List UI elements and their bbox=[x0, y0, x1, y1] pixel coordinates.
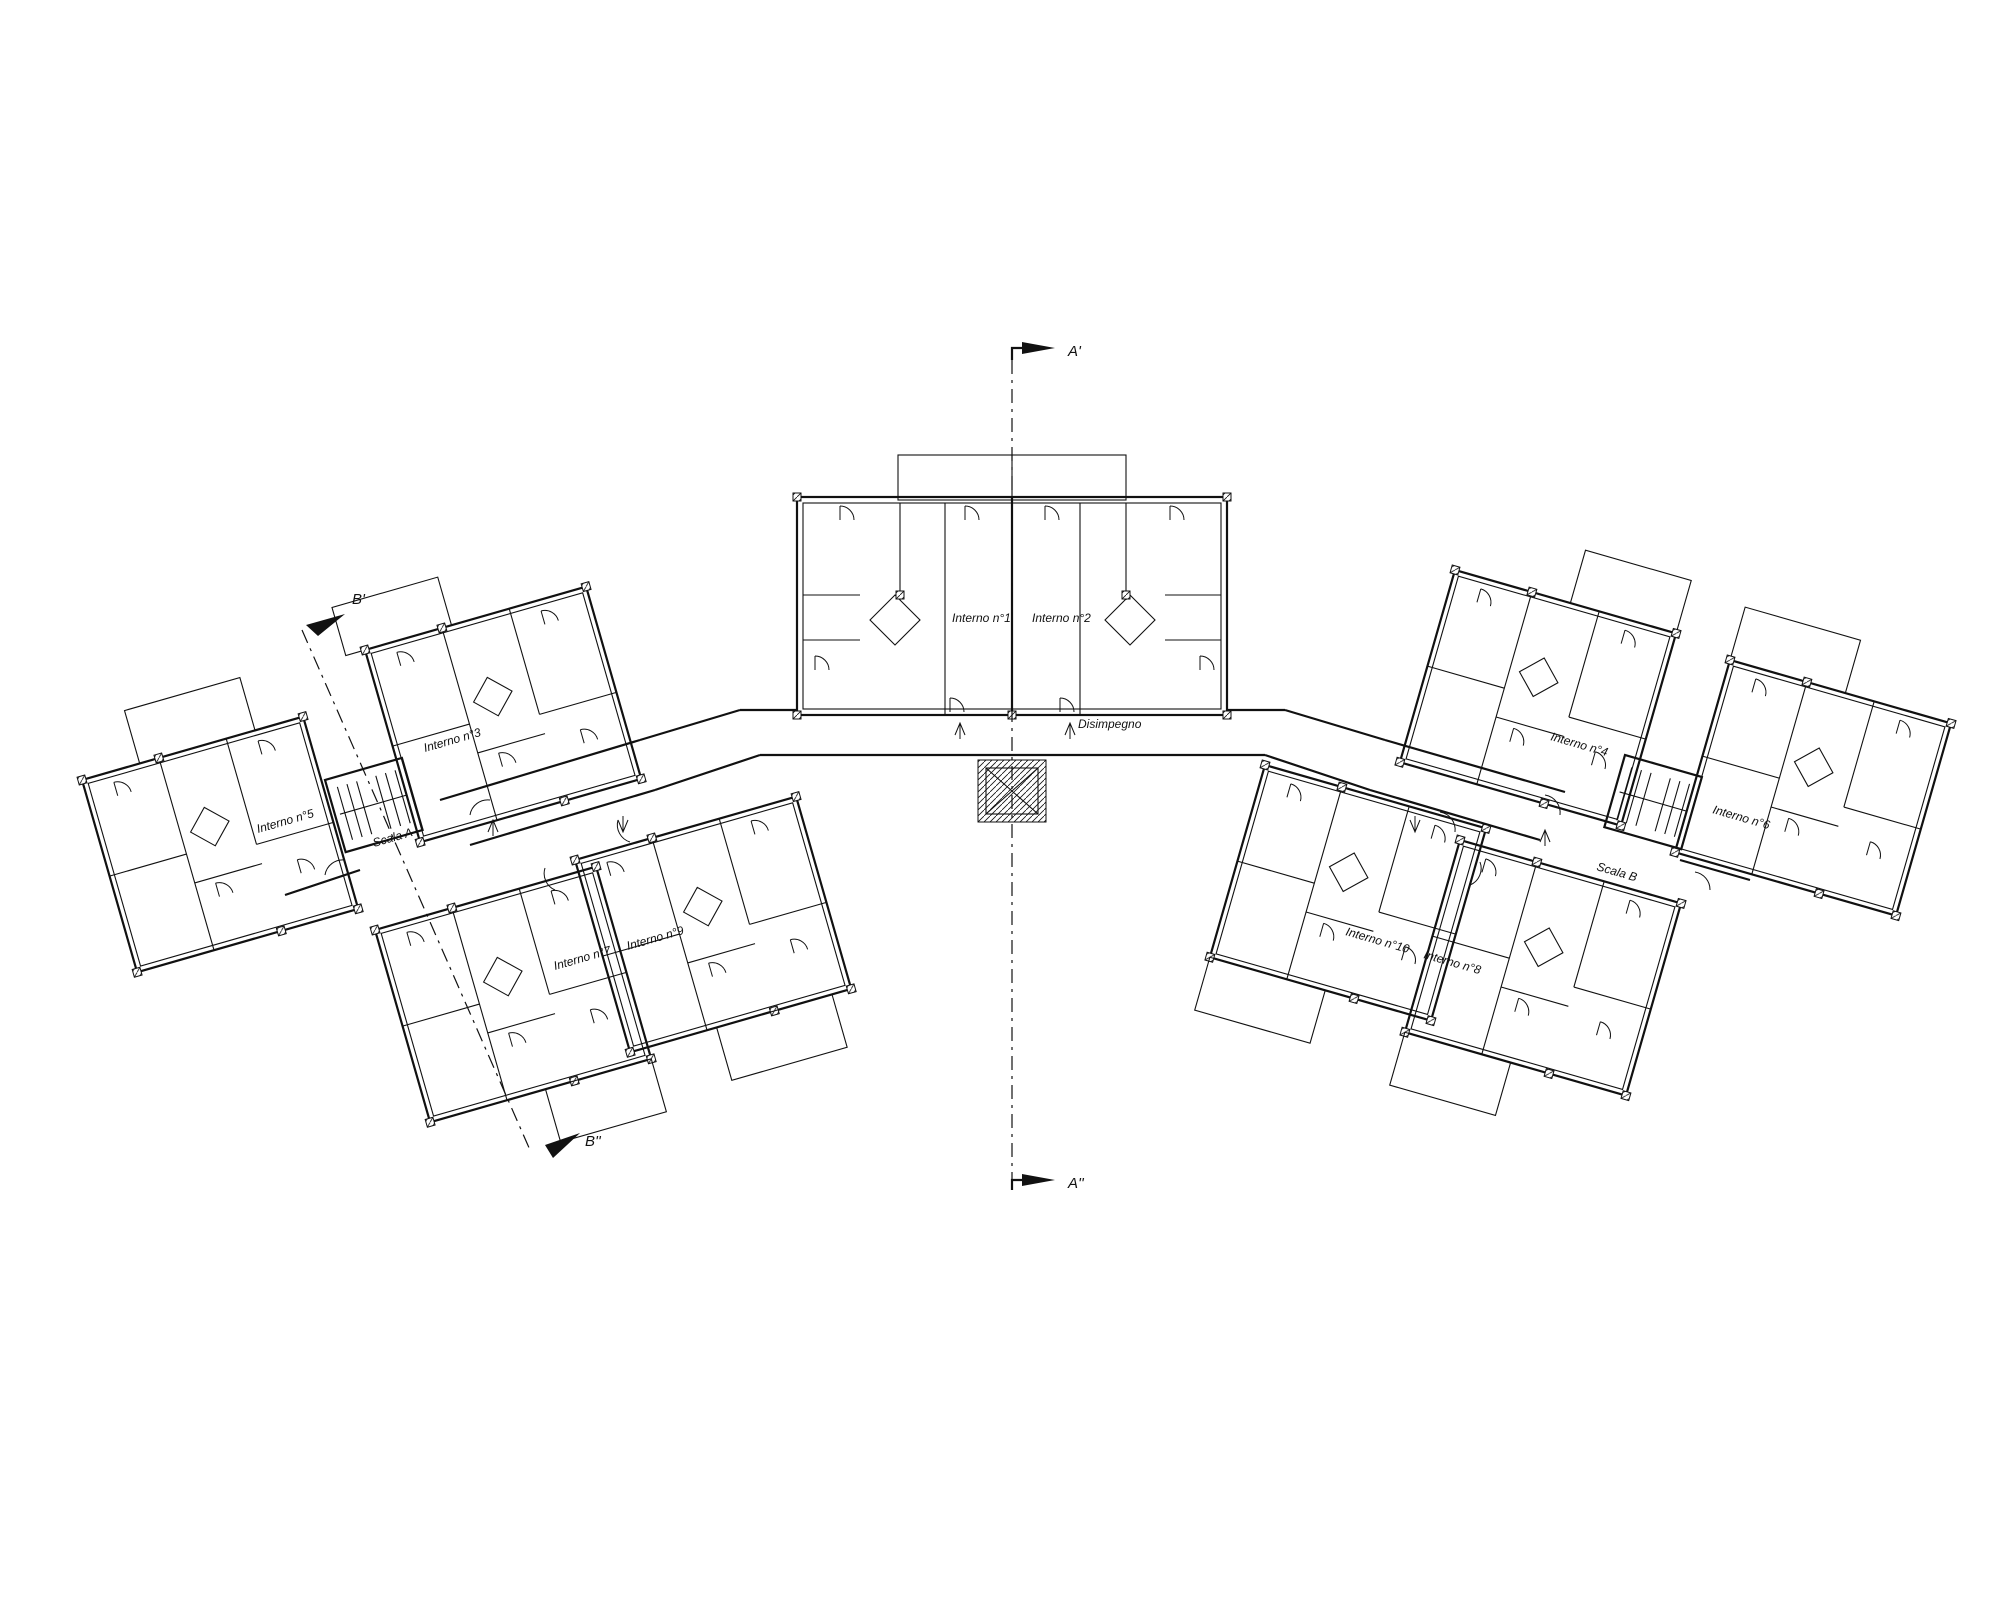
label-interno-8: Interno n°8 bbox=[1422, 947, 1483, 977]
stair-a bbox=[323, 756, 424, 854]
section-a-bottom: A'' bbox=[1067, 1175, 1085, 1192]
label-interno-10: Interno n°10 bbox=[1344, 924, 1411, 956]
section-a-top: A' bbox=[1067, 343, 1082, 360]
section-line-b: B' B'' bbox=[301, 591, 602, 1158]
label-interno-1: Interno n°1 bbox=[952, 611, 1011, 625]
label-interno-4: Interno n°4 bbox=[1549, 729, 1610, 759]
section-line-a: A' A'' bbox=[1010, 342, 1085, 1192]
label-disimpegno: Disimpegno bbox=[1078, 717, 1142, 731]
left-wing: Interno n°5 Interno n°3 Scala A Interno … bbox=[63, 576, 870, 1143]
stair-b bbox=[1602, 753, 1704, 851]
label-interno-7: Interno n°7 bbox=[552, 943, 614, 973]
label-interno-6: Interno n°6 bbox=[1711, 802, 1772, 832]
label-interno-2: Interno n°2 bbox=[1032, 611, 1091, 625]
label-interno-9: Interno n°9 bbox=[625, 923, 686, 953]
section-b-bottom: B'' bbox=[585, 1133, 602, 1150]
label-interno-3: Interno n°3 bbox=[422, 725, 483, 755]
section-b-top: B' bbox=[352, 591, 366, 608]
right-wing: Interno n°4 Interno n°6 Scala B Interno … bbox=[1194, 549, 1970, 1117]
label-scala-a: Scala A bbox=[371, 825, 414, 850]
label-interno-5: Interno n°5 bbox=[255, 806, 316, 836]
